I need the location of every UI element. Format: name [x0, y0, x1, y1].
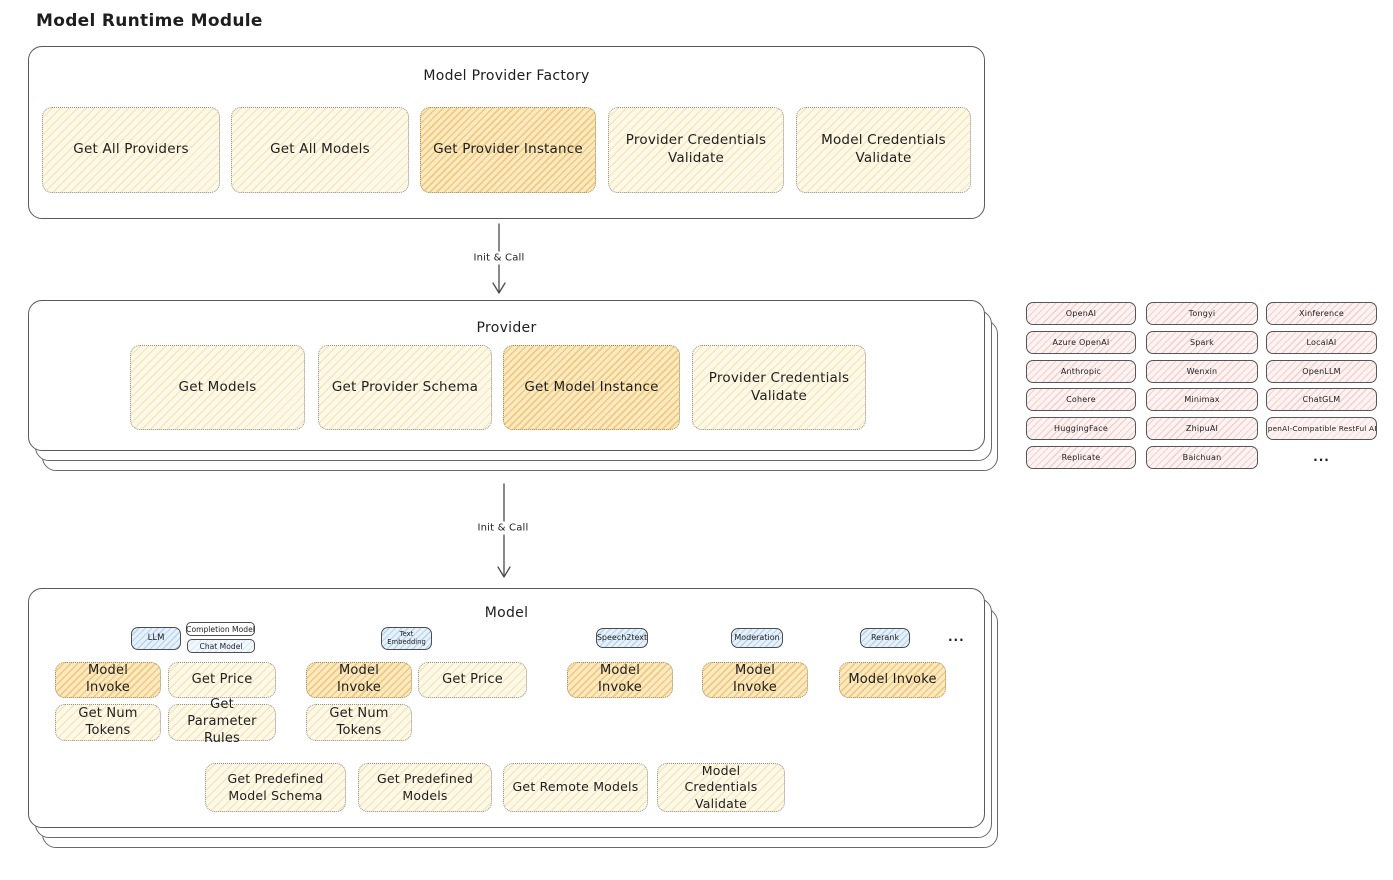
node-get-provider-instance: Get Provider Instance [420, 107, 596, 193]
node-llm-model-invoke: Model Invoke [55, 662, 161, 698]
node-provider-credentials-validate: Provider Credentials Validate [608, 107, 784, 193]
provider-chip: Xinference [1266, 302, 1377, 325]
tab-completion-model: Completion Model [186, 622, 255, 636]
provider-chip-openai-compatible: OpenAI-Compatible RestFul API [1266, 417, 1377, 440]
provider-chip: Tongyi [1146, 302, 1258, 325]
node-get-predefined-model-schema: Get Predefined Model Schema [205, 763, 346, 812]
node-get-all-models: Get All Models [231, 107, 409, 193]
provider-chip: Spark [1146, 331, 1258, 354]
provider-chip: Cohere [1026, 388, 1136, 411]
init-call-label-1: Init & Call [469, 251, 529, 265]
node-embedding-get-num-tokens: Get Num Tokens [306, 704, 412, 741]
tab-text-embedding: Text Embedding [381, 627, 432, 650]
provider-title: Provider [476, 320, 537, 336]
provider-chip: Baichuan [1146, 446, 1258, 469]
provider-chip: HuggingFace [1026, 417, 1136, 440]
node-model-credentials-validate: Model Credentials Validate [796, 107, 971, 193]
init-call-label-2: Init & Call [473, 521, 533, 535]
diagram-title: Model Runtime Module [36, 11, 263, 31]
tab-moderation: Moderation [731, 628, 783, 648]
model-more-ellipsis: ... [948, 630, 965, 644]
node-get-model-instance: Get Model Instance [503, 345, 680, 430]
node-get-provider-schema: Get Provider Schema [318, 345, 492, 430]
model-title: Model [484, 605, 529, 621]
provider-chip: Minimax [1146, 388, 1258, 411]
node-provider-credentials-validate-2: Provider Credentials Validate [692, 345, 866, 430]
node-llm-get-num-tokens: Get Num Tokens [55, 704, 161, 741]
provider-chip: Wenxin [1146, 360, 1258, 383]
tab-rerank: Rerank [860, 628, 910, 648]
node-embedding-get-price: Get Price [418, 662, 527, 698]
provider-chip: Anthropic [1026, 360, 1136, 383]
provider-chip: Azure OpenAI [1026, 331, 1136, 354]
tab-chat-model: Chat Model [187, 639, 255, 653]
node-llm-get-price: Get Price [168, 662, 276, 698]
provider-chip: ZhipuAI [1146, 417, 1258, 440]
tab-speech2text: Speech2text [596, 628, 648, 648]
node-get-all-providers: Get All Providers [42, 107, 220, 193]
node-rerank-model-invoke: Model Invoke [839, 662, 946, 698]
provider-more-ellipsis: ... [1313, 450, 1330, 464]
node-model-credentials-validate-2: Model Credentials Validate [657, 763, 785, 812]
provider-chip: Replicate [1026, 446, 1136, 469]
tab-llm: LLM [131, 627, 181, 650]
node-get-remote-models: Get Remote Models [503, 763, 648, 812]
provider-chip: LocalAI [1266, 331, 1377, 354]
node-speech2text-model-invoke: Model Invoke [567, 662, 673, 698]
node-embedding-model-invoke: Model Invoke [306, 662, 412, 698]
node-get-models: Get Models [130, 345, 305, 430]
provider-chip: OpenLLM [1266, 360, 1377, 383]
node-moderation-model-invoke: Model Invoke [702, 662, 808, 698]
node-llm-get-parameter-rules: Get Parameter Rules [168, 697, 276, 746]
node-get-predefined-models: Get Predefined Models [358, 763, 492, 812]
provider-chip: OpenAI [1026, 302, 1136, 325]
factory-title: Model Provider Factory [423, 68, 590, 84]
provider-chip: ChatGLM [1266, 388, 1377, 411]
